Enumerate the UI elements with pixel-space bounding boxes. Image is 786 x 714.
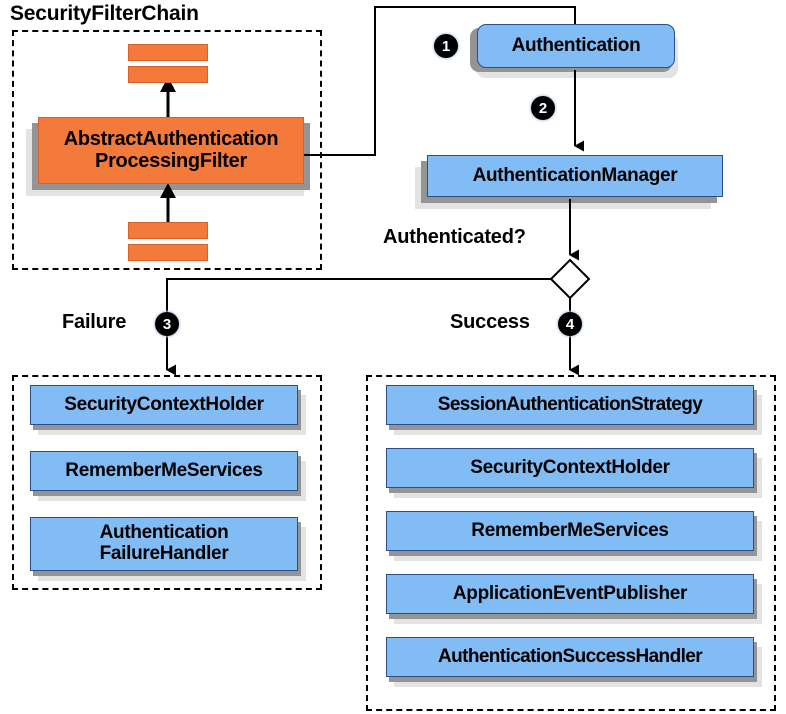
failure-item-2[interactable]: Authentication FailureHandler [30,517,298,571]
success-item-1[interactable]: SecurityContextHolder [386,448,754,488]
step-badge-2: 2 [531,96,555,120]
step-badge-1-number: 1 [441,37,451,55]
failure-item-0[interactable]: SecurityContextHolder [30,385,298,425]
failure-item-1-label: RememberMeServices [65,459,263,481]
failure-branch-label: Failure [62,311,127,333]
abstract-authentication-processing-filter[interactable]: AbstractAuthentication ProcessingFilter [38,117,304,184]
filter-bar-top-2 [128,66,208,83]
success-item-1-label: SecurityContextHolder [470,456,670,478]
authentication-manager-node[interactable]: AuthenticationManager [427,155,723,197]
filter-bar-top-1 [128,44,208,61]
success-item-4-label: AuthenticationSuccessHandler [437,645,703,667]
step-badge-1: 1 [434,34,458,58]
success-item-2-label: RememberMeServices [471,519,669,541]
filter-label-line2: ProcessingFilter [95,149,247,172]
authentication-label: Authentication [511,34,641,56]
success-item-3-label: ApplicationEventPublisher [452,582,688,604]
filter-bar-bottom-2 [128,244,208,261]
step-badge-4-number: 4 [565,315,575,333]
authenticated-question-label: Authenticated? [383,226,526,248]
success-item-0-label: SessionAuthenticationStrategy [437,393,703,415]
filter-bar-bottom-1 [128,222,208,239]
success-item-0[interactable]: SessionAuthenticationStrategy [386,385,754,425]
failure-branch-box [12,375,322,590]
success-item-3[interactable]: ApplicationEventPublisher [386,574,754,614]
authentication-node[interactable]: Authentication [477,24,675,68]
step-badge-3-number: 3 [162,315,172,333]
filter-label-line1: AbstractAuthentication [63,127,279,150]
decision-diamond [549,258,591,300]
step-badge-3: 3 [155,312,179,336]
success-branch-label: Success [450,311,530,333]
failure-item-1[interactable]: RememberMeServices [30,451,298,491]
step-badge-2-number: 2 [538,99,548,117]
failure-item-2-label-line1: Authentication [99,522,229,544]
failure-item-2-label-line2: FailureHandler [99,543,229,564]
security-filter-chain-title: SecurityFilterChain [10,2,199,25]
authentication-manager-label: AuthenticationManager [472,164,678,186]
success-item-4[interactable]: AuthenticationSuccessHandler [386,637,754,677]
success-item-2[interactable]: RememberMeServices [386,511,754,551]
failure-item-0-label: SecurityContextHolder [64,393,264,415]
success-branch-box [366,375,776,711]
step-badge-4: 4 [558,312,582,336]
